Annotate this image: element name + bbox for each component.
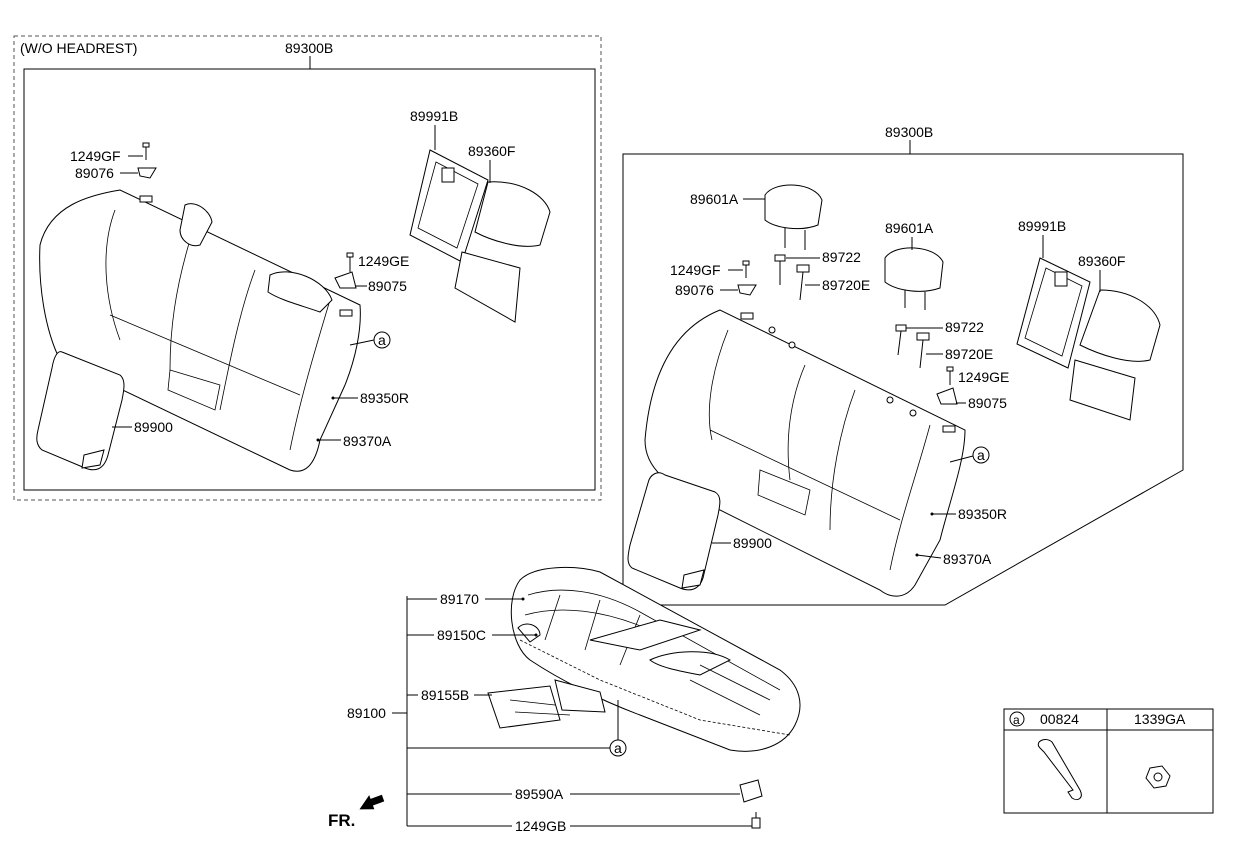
left-label-89076: 89076 xyxy=(75,165,114,181)
right-label-1249gf: 1249GF xyxy=(670,262,721,278)
legend-callout: a xyxy=(1013,713,1020,727)
right-label-89720e-mid: 89720E xyxy=(945,346,993,362)
right-label-89991b: 89991B xyxy=(1018,218,1066,234)
right-label-1249ge: 1249GE xyxy=(958,369,1009,385)
left-hardware xyxy=(81,142,357,469)
cushion-group: 89100 89170 xyxy=(347,566,801,834)
right-headrests-drawing xyxy=(764,184,944,310)
left-back-cover-drawing xyxy=(454,181,551,323)
label-89155b: 89155B xyxy=(421,687,469,703)
left-label-89360f: 89360F xyxy=(468,143,515,159)
left-panel: (W/O HEADREST) 89300B xyxy=(13,35,602,501)
left-label-89075: 89075 xyxy=(368,278,407,294)
right-panel-frame xyxy=(622,153,1184,606)
right-panel: 89300B xyxy=(622,124,1184,606)
legend-col1-header: 00824 xyxy=(1040,711,1079,727)
right-armrest-drawing xyxy=(627,472,721,591)
cushion-callout-a: a xyxy=(614,740,622,756)
left-label-1249ge: 1249GE xyxy=(358,253,409,269)
left-panel-dashed-border xyxy=(13,35,602,501)
right-callout-a-circle xyxy=(972,446,990,464)
right-callout-a: a xyxy=(977,447,985,463)
front-arrow-icon xyxy=(359,794,385,810)
legend-col2-header: 1339GA xyxy=(1134,711,1186,727)
variant-note: (W/O HEADREST) xyxy=(20,40,137,56)
right-label-89722-top: 89722 xyxy=(822,249,861,265)
wire-clip-00824-drawing xyxy=(1037,739,1082,801)
legend-callout-circle xyxy=(1009,711,1025,727)
front-label: FR. xyxy=(328,811,355,830)
right-headrest-guides xyxy=(774,254,930,369)
right-back-board-drawing xyxy=(1016,257,1091,369)
right-hardware xyxy=(681,260,958,589)
right-assembly-label: 89300B xyxy=(885,124,933,140)
right-label-89076: 89076 xyxy=(675,282,714,298)
left-assembly-label: 89300B xyxy=(285,40,333,56)
label-1249gb: 1249GB xyxy=(515,818,566,834)
left-label-1249gf: 1249GF xyxy=(70,148,121,164)
left-callout-a: a xyxy=(378,332,386,348)
legend-border xyxy=(1003,708,1214,814)
right-label-89075: 89075 xyxy=(968,395,1007,411)
right-label-89601a-right: 89601A xyxy=(885,220,934,236)
legend-table: a 00824 1339GA xyxy=(1003,708,1214,814)
left-seat-back-drawing xyxy=(39,189,361,472)
left-label-89991b: 89991B xyxy=(410,108,458,124)
cushion-pads-drawing xyxy=(487,679,606,729)
nut-1339ga-drawing xyxy=(1145,765,1171,789)
right-label-89601a-left: 89601A xyxy=(690,191,739,207)
cushion-drawing xyxy=(510,566,801,752)
right-label-89720e-top: 89720E xyxy=(822,277,870,293)
label-89150c: 89150C xyxy=(437,627,486,643)
left-back-board-drawing xyxy=(409,149,489,263)
left-label-89900: 89900 xyxy=(134,419,173,435)
right-label-89722-mid: 89722 xyxy=(945,319,984,335)
label-89170: 89170 xyxy=(440,591,479,607)
right-label-89360f: 89360F xyxy=(1078,253,1125,269)
right-label-89370a: 89370A xyxy=(943,551,992,567)
cushion-assembly-label: 89100 xyxy=(347,705,386,721)
bolt-1249gb-drawing xyxy=(751,812,761,829)
right-label-89900: 89900 xyxy=(733,535,772,551)
right-label-89350r: 89350R xyxy=(958,506,1007,522)
clip-89590a-drawing xyxy=(739,779,763,803)
left-label-89370a: 89370A xyxy=(343,433,392,449)
left-label-89350r: 89350R xyxy=(360,390,409,406)
right-back-cover-drawing xyxy=(1069,289,1161,421)
front-indicator: FR. xyxy=(328,794,385,830)
label-89590a: 89590A xyxy=(515,786,564,802)
